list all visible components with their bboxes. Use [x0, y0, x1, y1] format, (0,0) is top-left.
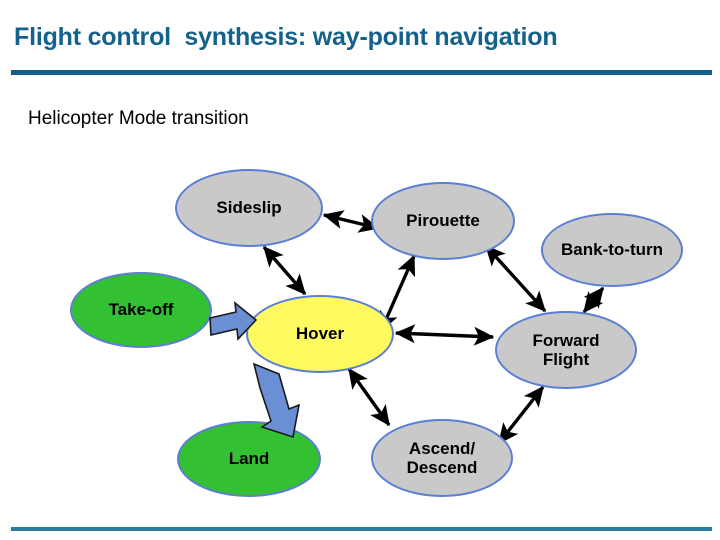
transition-edge-hover-to-ascend — [347, 367, 391, 427]
mode-node-take-off[interactable]: Take-off — [70, 272, 212, 348]
mode-node-label: Pirouette — [406, 211, 480, 231]
footer-divider — [11, 527, 712, 531]
transition-edge-pirouette-to-forward — [484, 244, 547, 313]
mode-node-label: Ascend/ Descend — [406, 438, 478, 477]
mode-node-label: Land — [228, 449, 270, 469]
transition-edge-hover-to-sideslip — [262, 245, 307, 296]
block-arrow-hover-to-land — [252, 362, 301, 439]
page-title: Flight control synthesis: way-point navi… — [14, 23, 558, 51]
mode-node-label: Forward Flight — [532, 330, 600, 369]
mode-node-label: Hover — [295, 324, 345, 344]
transition-edge-ascend-to-forward — [497, 385, 545, 445]
transition-edge-hover-to-forward — [394, 324, 495, 346]
mode-node-label: Sideslip — [216, 198, 282, 218]
transition-edge-sideslip-to-pirouette — [322, 210, 380, 233]
mode-node-label: Take-off — [108, 300, 174, 320]
mode-node-sideslip[interactable]: Sideslip — [175, 169, 323, 247]
title-divider — [11, 70, 712, 75]
block-arrow-takeoff-to-hover — [209, 301, 258, 341]
mode-node-bank-to-turn[interactable]: Bank-to-turn — [541, 213, 683, 287]
transition-edge-bank-to-turn-to-forward — [582, 286, 605, 314]
mode-node-land[interactable]: Land — [177, 421, 321, 497]
diagram-caption: Helicopter Mode transition — [28, 108, 249, 129]
mode-node-label: Bank-to-turn — [561, 240, 663, 260]
mode-node-hover[interactable]: Hover — [246, 295, 394, 373]
mode-node-ascend[interactable]: Ascend/ Descend — [371, 419, 513, 497]
mode-node-forward[interactable]: Forward Flight — [495, 311, 637, 389]
